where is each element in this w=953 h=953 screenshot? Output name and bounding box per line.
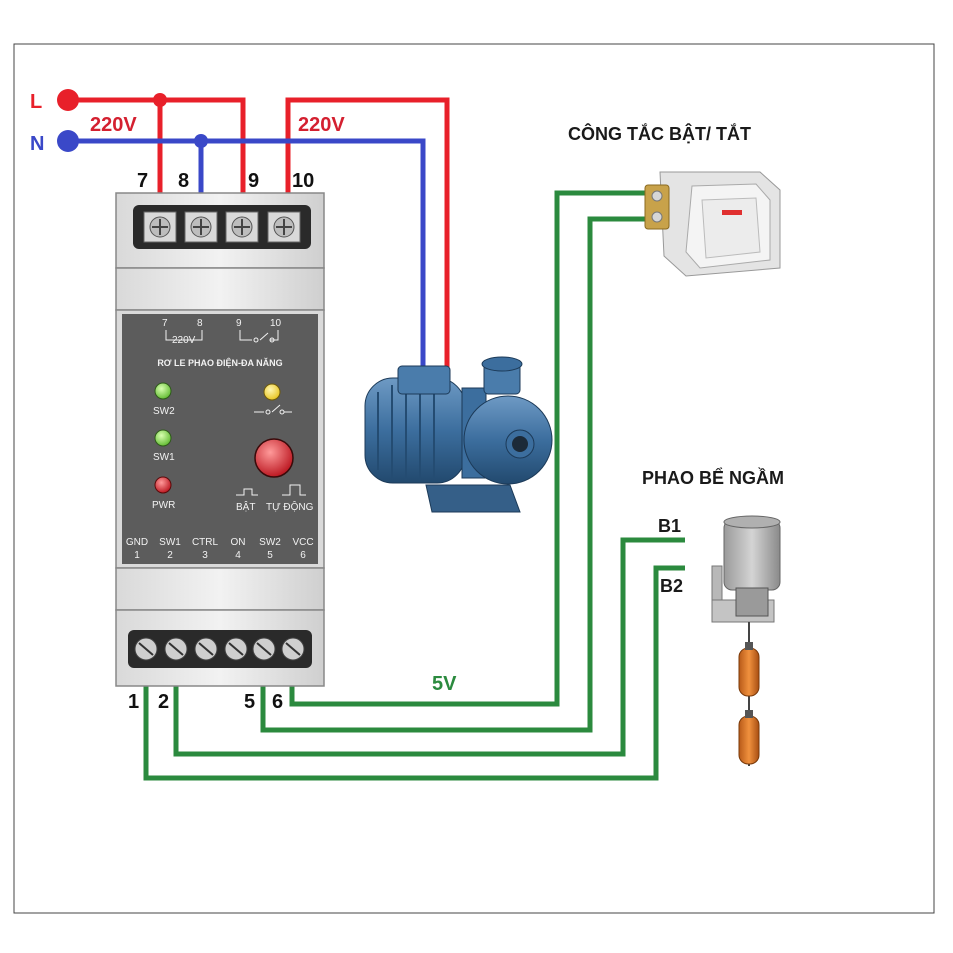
float-title: PHAO BỂ NGẦM — [642, 467, 784, 488]
red-junction-dot — [153, 93, 167, 107]
neutral-label: N — [30, 133, 44, 155]
pin-name-1: GND — [126, 537, 148, 548]
relay-faceplate: 7 8 9 10 220V RƠ LE PHAO ĐIỆN-ĐA NĂNG — [157, 318, 282, 368]
led-sw2-label: SW2 — [153, 406, 175, 417]
screw-terminal-4 — [224, 637, 248, 661]
pin-name-6: VCC — [292, 537, 313, 548]
voltage-label-right: 220V — [298, 114, 345, 136]
pin-labels: GND 1 SW1 2 CTRL 3 ON 4 SW2 5 VCC 6 — [126, 537, 314, 561]
contact-node-icon — [253, 337, 259, 343]
led-sw1-label: SW1 — [153, 452, 175, 463]
faceplate-supply-mark: 220V — [172, 335, 196, 346]
terminal-number-1: 1 — [128, 691, 139, 713]
voltage-label-left: 220V — [90, 114, 137, 136]
led-sw2-indicator — [154, 382, 172, 400]
pin-num-4: 4 — [235, 550, 241, 561]
float-switch-icon — [711, 515, 781, 766]
pin-num-2: 2 — [167, 550, 173, 561]
screw-terminal-7 — [143, 211, 177, 243]
line-terminal-dot — [57, 89, 79, 111]
float-b2-label: B2 — [660, 576, 683, 596]
pin-num-1: 1 — [134, 550, 140, 561]
pin-name-4: ON — [231, 537, 246, 548]
contact-node-icon — [269, 337, 275, 343]
push-auto-icon — [282, 484, 306, 496]
screw-terminal-5 — [252, 637, 276, 661]
frame-border — [13, 43, 935, 914]
switch-title: CÔNG TẮC BẬT/ TẮT — [568, 123, 751, 144]
green-wires — [143, 190, 685, 781]
relay-contact-icon — [254, 404, 292, 413]
faceplate-title: RƠ LE PHAO ĐIỆN-ĐA NĂNG — [157, 357, 282, 368]
pin-name-5: SW2 — [259, 537, 281, 548]
terminal-number-8: 8 — [178, 170, 189, 192]
led-sw1-indicator — [154, 429, 172, 447]
led-pwr-label: PWR — [152, 500, 175, 511]
push-on-icon — [236, 488, 258, 496]
terminal-number-7: 7 — [137, 170, 148, 192]
dc-voltage-label: 5V — [432, 673, 457, 695]
pin-num-6: 6 — [300, 550, 306, 561]
screw-terminal-2 — [164, 637, 188, 661]
float-b1-label: B1 — [658, 516, 681, 536]
top-screw-terminals — [143, 211, 301, 243]
screw-terminal-8 — [184, 211, 218, 243]
pin-name-3: CTRL — [192, 537, 219, 548]
wall-switch-icon — [644, 171, 781, 277]
neutral-terminal-dot — [57, 130, 79, 152]
water-pump-icon — [364, 356, 553, 513]
btn-tudong-label: TỰ ĐỘNG — [266, 500, 314, 513]
btn-bat-label: BẬT — [236, 500, 255, 513]
faceplate-term-8: 8 — [197, 318, 203, 329]
screw-terminal-10 — [267, 211, 301, 243]
terminal-number-2: 2 — [158, 691, 169, 713]
contact-node-icon — [265, 409, 271, 415]
screw-terminal-3 — [194, 637, 218, 661]
supply-bracket-icon — [165, 330, 203, 341]
pin-name-2: SW1 — [159, 537, 181, 548]
relay-module — [115, 192, 325, 687]
screw-terminal-6 — [281, 637, 305, 661]
terminal-number-6: 6 — [272, 691, 283, 713]
screw-terminal-1 — [134, 637, 158, 661]
pin-num-5: 5 — [267, 550, 273, 561]
faceplate-term-7: 7 — [162, 318, 168, 329]
led-relay-indicator — [263, 383, 281, 401]
mode-button[interactable] — [254, 438, 294, 478]
line-label: L — [30, 91, 42, 113]
blue-junction-dot — [194, 134, 208, 148]
terminal-number-5: 5 — [244, 691, 255, 713]
faceplate-term-9: 9 — [236, 318, 242, 329]
contact-node-icon — [279, 409, 285, 415]
bottom-screw-terminals — [134, 637, 305, 661]
terminal-number-10: 10 — [292, 170, 314, 192]
red-wires — [68, 97, 450, 372]
faceplate-term-10: 10 — [270, 318, 282, 329]
blue-wires — [68, 138, 426, 372]
screw-terminal-9 — [225, 211, 259, 243]
contact-symbol-icon — [239, 330, 279, 341]
pin-num-3: 3 — [202, 550, 208, 561]
led-pwr-indicator — [154, 476, 172, 494]
terminal-number-9: 9 — [248, 170, 259, 192]
